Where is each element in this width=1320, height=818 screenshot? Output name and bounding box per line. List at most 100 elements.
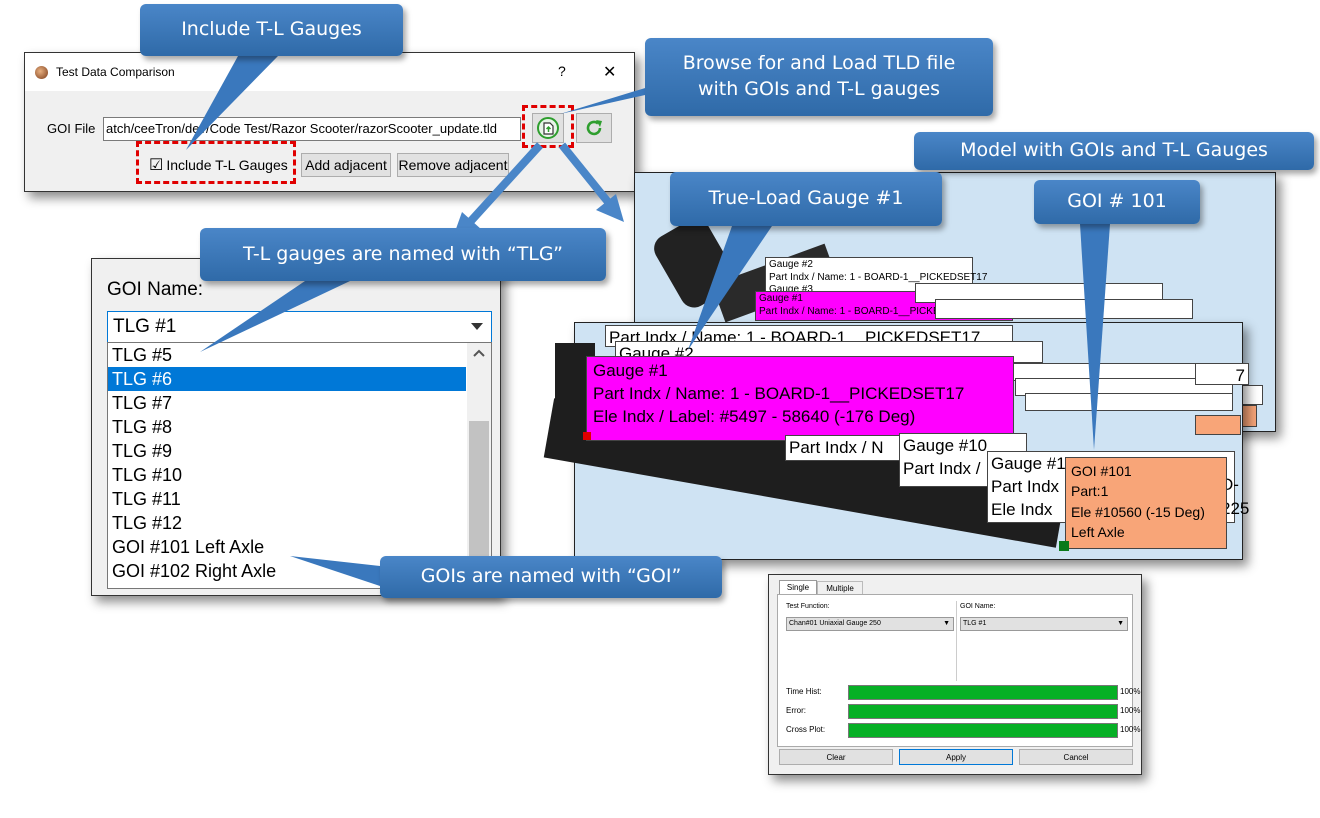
- callout-tl-named: T-L gauges are named with “TLG”: [200, 228, 606, 281]
- progress-area: Time Hist: 100% Error: 100% Cross Plot: …: [770, 681, 1140, 745]
- title-bar: Test Data Comparison ? ✕: [25, 53, 634, 91]
- gauge-1-name: Gauge #1: [593, 361, 668, 380]
- close-icon[interactable]: ✕: [603, 64, 617, 81]
- list-item[interactable]: GOI #101 Left Axle: [112, 537, 265, 557]
- app-icon: [35, 66, 48, 79]
- list-item[interactable]: TLG #5: [112, 345, 173, 365]
- goi-101-name: GOI #101: [1071, 463, 1132, 479]
- test-data-comparison-dialog: Test Data Comparison ? ✕ GOI File atch/c…: [24, 52, 635, 192]
- gauge-11-name: Gauge #1: [991, 454, 1066, 473]
- goi-101-desc: Left Axle: [1071, 523, 1125, 540]
- chevron-down-icon: ▼: [943, 620, 950, 627]
- list-item[interactable]: TLG #11: [112, 489, 181, 509]
- model-view-front: Part Indx / Name: 1 - BOARD-1__PICKEDSET…: [543, 322, 1249, 560]
- list-items: TLG #5 TLG #6 TLG #7 TLG #8 TLG #9 TLG #…: [108, 343, 466, 583]
- comparison-panel: Single Multiple Test Function: Chan#01 U…: [768, 574, 1142, 775]
- goi-name-list: TLG #5 TLG #6 TLG #7 TLG #8 TLG #9 TLG #…: [107, 342, 492, 589]
- gauge-1-small-name: Gauge #1: [759, 293, 803, 304]
- list-item[interactable]: TLG #10: [112, 465, 183, 485]
- callout-true-load-gauge: True-Load Gauge #1: [670, 172, 942, 226]
- pointer-goi: [290, 556, 380, 586]
- goi-101-element: Ele #10560 (-15 Deg): [1071, 503, 1205, 520]
- panel-buttons: Clear Apply Cancel: [777, 749, 1133, 765]
- remove-adjacent-button[interactable]: Remove adjacent: [397, 153, 509, 177]
- add-adjacent-button[interactable]: Add adjacent: [301, 153, 391, 177]
- callout-model: Model with GOIs and T-L Gauges: [914, 132, 1314, 170]
- browse-load-button[interactable]: [532, 113, 564, 143]
- chevron-down-icon: ▼: [1117, 620, 1124, 627]
- pointer-goi101: [1080, 224, 1110, 450]
- time-hist-label: Time Hist:: [786, 687, 822, 696]
- goi-name-value-small: TLG #1: [963, 620, 987, 627]
- time-hist-bar: [848, 685, 1118, 700]
- list-item-selected[interactable]: TLG #6: [108, 367, 466, 391]
- goi-name-select-small[interactable]: TLG #1 ▼: [960, 617, 1128, 631]
- gauge-marker: [583, 432, 591, 440]
- orange-marker: [1195, 415, 1241, 435]
- list-item[interactable]: TLG #9: [112, 441, 173, 461]
- clear-button[interactable]: Clear: [779, 749, 893, 765]
- list-item[interactable]: TLG #7: [112, 393, 173, 413]
- callout-goi-101: GOI # 101: [1034, 180, 1200, 224]
- callout-browse-line2: with GOIs and T-L gauges: [697, 78, 941, 100]
- goi-name-select[interactable]: TLG #1: [107, 311, 492, 343]
- refresh-icon: [586, 120, 602, 136]
- gauge-1-small-part: Part Indx / Name: 1 - BOARD-1__PICKEDSET…: [759, 305, 978, 317]
- scroll-up-icon[interactable]: [473, 349, 485, 357]
- include-highlight-box: [136, 141, 296, 184]
- list-item[interactable]: TLG #12: [112, 513, 183, 533]
- error-label: Error:: [786, 706, 806, 715]
- test-function-select[interactable]: Chan#01 Uniaxial Gauge 250 ▼: [786, 617, 954, 631]
- reload-button[interactable]: [576, 113, 612, 143]
- goi-101-part: Part:1: [1071, 483, 1109, 500]
- callout-include-tl-gauges: Include T-L Gauges: [140, 4, 403, 56]
- include-tl-label: Include T-L Gauges: [166, 157, 288, 173]
- list-scrollbar[interactable]: [467, 343, 491, 588]
- gauge-11-part: Part Indx: [991, 476, 1060, 496]
- tab-multiple[interactable]: Multiple: [817, 581, 863, 595]
- arrow-left: [452, 142, 543, 240]
- load-file-icon: [537, 117, 559, 139]
- goi-name-label: GOI Name:: [107, 279, 204, 300]
- gauge-2-part: Part Indx / Name: 1 - BOARD-1__PICKEDSET…: [769, 271, 988, 283]
- right-peek-label: 7: [1195, 363, 1249, 385]
- gauge-2-name: Gauge #2: [769, 259, 813, 270]
- callout-browse-load: Browse for and Load TLD file with GOIs a…: [645, 38, 993, 116]
- panel-divider: [956, 601, 957, 681]
- cross-plot-label: Cross Plot:: [786, 725, 826, 734]
- pointer-include: [186, 56, 278, 150]
- gauge-10-name: Gauge #10: [903, 436, 988, 455]
- goi-file-label: GOI File: [47, 121, 96, 136]
- scrollbar-thumb[interactable]: [469, 421, 489, 571]
- stacked-label: [1025, 393, 1233, 411]
- checkbox-checked-icon: ☑: [149, 157, 164, 174]
- pointer-trueload: [688, 226, 772, 350]
- callout-goi-named: GOIs are named with “GOI”: [380, 556, 722, 598]
- gauge-3-name: Gauge #3: [769, 284, 813, 295]
- chevron-down-icon: [471, 323, 483, 330]
- cross-plot-pct: 100%: [1120, 725, 1141, 734]
- gauge-1-element: Ele Indx / Label: #5497 - 58640 (-176 De…: [593, 406, 916, 426]
- tab-single[interactable]: Single: [779, 580, 817, 595]
- callout-browse-line1: Browse for and Load TLD file: [682, 52, 956, 75]
- pointer-tlg: [200, 281, 350, 352]
- error-row: Error: 100%: [786, 704, 1140, 720]
- cross-plot-bar: [848, 723, 1118, 738]
- goi-name-dropdown-panel: GOI Name: TLG #1 TLG #5 TLG #6 TLG #7 TL…: [91, 258, 501, 596]
- gauge-1-label: Gauge #1 Part Indx / Name: 1 - BOARD-1__…: [586, 356, 1014, 441]
- browse-highlight-box: [522, 105, 574, 148]
- goi-file-input[interactable]: atch/ceeTron/dev/Code Test/Razor Scooter…: [103, 117, 521, 141]
- stacked-label: [935, 299, 1193, 319]
- cross-plot-row: Cross Plot: 100%: [786, 723, 1140, 739]
- list-item[interactable]: GOI #102 Right Axle: [112, 561, 277, 581]
- tab-content: Test Function: Chan#01 Uniaxial Gauge 25…: [777, 594, 1140, 747]
- include-tl-checkbox[interactable]: ☑ Include T-L Gauges: [149, 155, 288, 175]
- cancel-button[interactable]: Cancel: [1019, 749, 1133, 765]
- error-bar: [848, 704, 1118, 719]
- apply-button[interactable]: Apply: [899, 749, 1013, 765]
- help-button[interactable]: ?: [558, 63, 566, 79]
- gauge-1-part: Part Indx / Name: 1 - BOARD-1__PICKEDSET…: [593, 383, 965, 403]
- trailing-text-2: 225: [1221, 499, 1250, 518]
- list-item[interactable]: TLG #8: [112, 417, 173, 437]
